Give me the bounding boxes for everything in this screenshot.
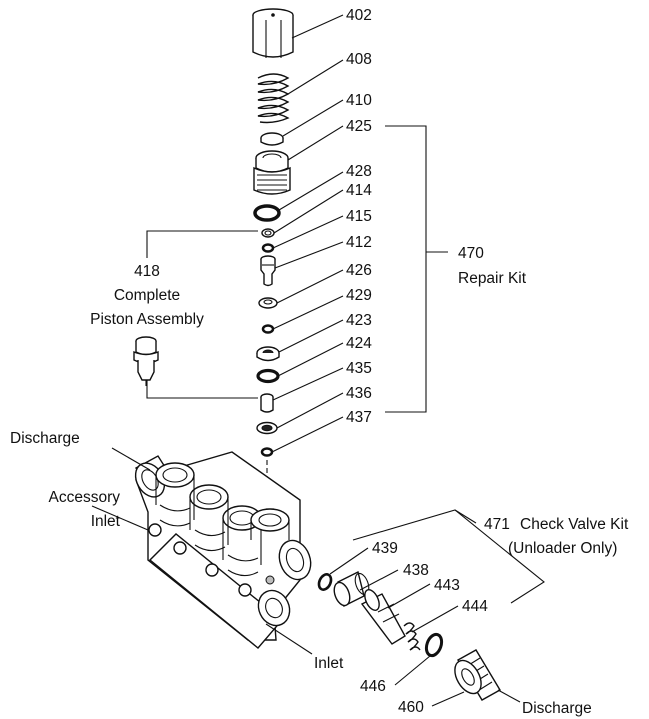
part-number-414: 414	[346, 182, 372, 199]
piston-assembly-line1: Complete	[114, 287, 180, 304]
part-number-412: 412	[346, 234, 372, 251]
part-number-429: 429	[346, 287, 372, 304]
part-436-spacer	[260, 393, 274, 413]
part-428-o-ring	[253, 204, 281, 222]
part-460-discharge-fitting	[454, 649, 501, 701]
part-number-423: 423	[346, 312, 372, 329]
manifold-leader-lines	[91, 447, 313, 655]
check-valve-part-numbers: 439 438 443 444 446 460 Discharge	[360, 540, 592, 717]
pump-manifold-body	[134, 451, 312, 649]
part-412-piston	[260, 255, 276, 287]
part-number-428: 428	[346, 163, 372, 180]
part-number-446: 446	[360, 678, 386, 695]
piston-assembly-bracket	[146, 230, 258, 399]
part-number-437: 437	[346, 409, 372, 426]
part-443-valve-piston	[360, 589, 406, 645]
part-439-o-ring	[317, 573, 333, 591]
part-number-402: 402	[346, 7, 372, 24]
part-number-408: 408	[346, 51, 372, 68]
repair-kit-number: 470	[458, 245, 484, 262]
part-437-o-ring	[260, 447, 274, 457]
part-444-spring	[403, 622, 421, 651]
part-408-spring	[257, 73, 290, 124]
part-number-438: 438	[403, 562, 429, 579]
accessory-inlet-line2: Inlet	[91, 513, 121, 530]
part-number-436: 436	[346, 385, 372, 402]
part-423-seal	[256, 346, 280, 362]
part-426-washer	[258, 297, 278, 309]
part-number-443: 443	[434, 577, 460, 594]
repair-kit-name: Repair Kit	[458, 270, 527, 287]
repair-kit-bracket	[385, 125, 448, 413]
check-valve-leader-lines	[329, 547, 521, 707]
part-437-seal	[256, 421, 278, 435]
check-valve-kit-label: 471 Check Valve Kit (Unloader Only)	[484, 516, 629, 557]
check-valve-kit-note: (Unloader Only)	[508, 540, 617, 557]
part-438-valve-seat	[333, 570, 370, 608]
part-number-460: 460	[398, 699, 424, 716]
stack-leader-lines	[271, 14, 344, 453]
discharge-main-label: Discharge	[10, 430, 80, 447]
part-402-hex-cap	[252, 8, 294, 58]
piston-assembly-label: 418 Complete Piston Assembly	[90, 263, 204, 328]
inlet-label: Inlet	[314, 655, 344, 672]
part-number-425: 425	[346, 118, 372, 135]
part-415-o-ring	[261, 243, 275, 253]
discharge-fitting-label: Discharge	[522, 700, 592, 717]
part-number-424: 424	[346, 335, 372, 352]
part-number-435: 435	[346, 360, 372, 377]
piston-assembly-number: 418	[134, 263, 160, 280]
part-number-444: 444	[462, 598, 488, 615]
part-410-disc	[260, 132, 284, 146]
part-number-415: 415	[346, 208, 372, 225]
check-valve-kit-bracket	[352, 509, 545, 604]
part-number-439: 439	[372, 540, 398, 557]
part-429-o-ring	[261, 324, 275, 334]
part-424-o-ring	[256, 368, 280, 384]
complete-piston-assembly-illustration	[133, 336, 159, 386]
part-number-410: 410	[346, 92, 372, 109]
stack-part-numbers: 402 408 410 425 428 414 415 412 426 429 …	[346, 7, 372, 426]
repair-kit-label: 470 Repair Kit	[458, 245, 527, 287]
part-number-426: 426	[346, 262, 372, 279]
manifold-port-labels: Discharge Accessory Inlet Inlet	[10, 430, 344, 672]
piston-assembly-line2: Piston Assembly	[90, 311, 204, 328]
part-425-plug	[253, 150, 291, 195]
part-414-ring	[261, 228, 275, 238]
part-446-o-ring	[424, 632, 444, 658]
check-valve-kit-name: Check Valve Kit	[520, 516, 629, 533]
accessory-inlet-line1: Accessory	[49, 489, 121, 506]
check-valve-kit-number: 471	[484, 516, 510, 533]
